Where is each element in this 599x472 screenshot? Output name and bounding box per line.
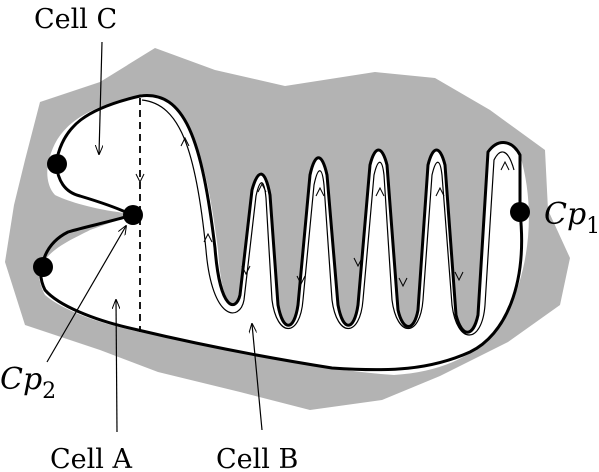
flow-arrow: [296, 275, 306, 286]
flow-arrow: [180, 136, 190, 147]
cell-interior: [39, 93, 529, 375]
cp2-label-base: Cp: [0, 362, 42, 397]
cell-a-pointer: [116, 300, 117, 433]
cell-b-label: Cell B: [216, 444, 298, 472]
cp2-pointer: [46, 226, 126, 363]
flow-arrow: [241, 265, 251, 276]
cell-boundary-lower: [39, 211, 524, 372]
cell-c-label: Cell C: [34, 4, 117, 35]
flow-arrow: [435, 186, 445, 197]
critical-point-cp1: [510, 202, 530, 222]
cp1-label-base: Cp: [544, 197, 586, 232]
flow-arrow: [203, 232, 213, 243]
flow-arrow: [257, 182, 267, 193]
cp1-label-subscript: 1: [586, 214, 599, 239]
flow-arrow: [500, 160, 510, 171]
cp1-label: Cp1: [544, 197, 599, 239]
critical-point-upper-left: [47, 154, 67, 174]
cell-boundary-upper: [54, 94, 522, 334]
cell-a-label: Cell A: [50, 444, 132, 472]
cp2-label: Cp2: [0, 362, 56, 404]
flow-arrow: [375, 186, 385, 197]
flow-arrow: [353, 257, 363, 268]
flow-arrow: [454, 271, 464, 282]
flow-arrows: [135, 136, 510, 288]
critical-point-lower-left: [33, 257, 53, 277]
flow-arrow: [398, 277, 408, 288]
cp2-label-subscript: 2: [42, 379, 56, 404]
cell-b-pointer: [252, 324, 263, 431]
flow-arrow: [315, 186, 325, 197]
flow-arrow: [135, 173, 145, 184]
critical-point-cp2: [123, 205, 143, 225]
cell-b-inner-boundary: [141, 99, 515, 336]
cell-c-pointer: [99, 41, 102, 154]
